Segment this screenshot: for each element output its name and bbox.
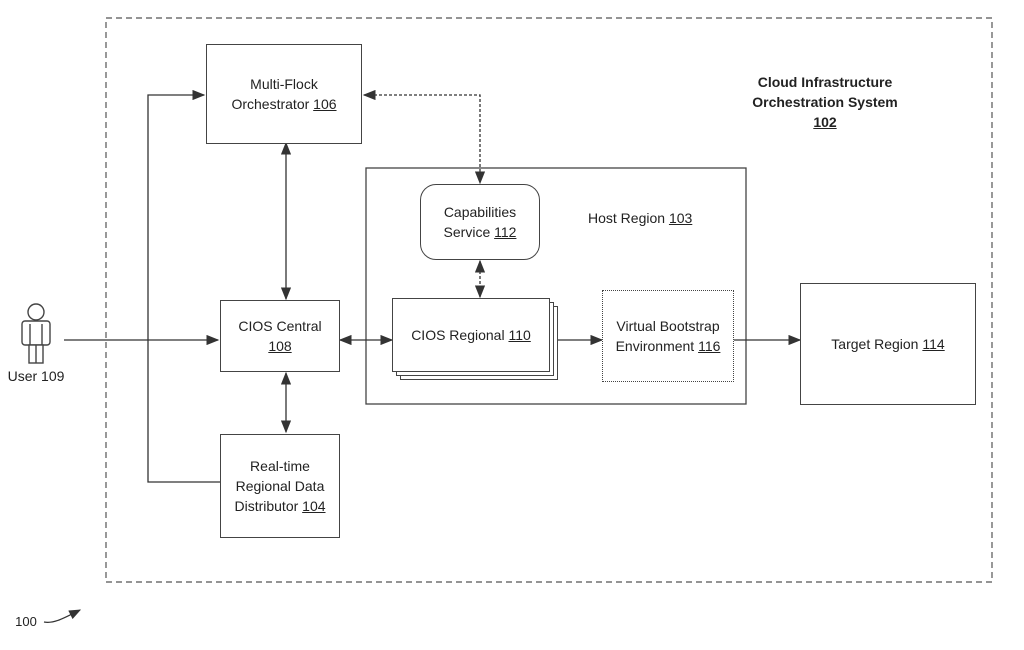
target-region-number: 114	[922, 336, 945, 352]
multi-flock-number: 106	[313, 96, 337, 112]
multi-flock-orchestrator-box: Multi-Flock Orchestrator 106	[206, 44, 362, 144]
multi-flock-capabilities-arrow	[362, 89, 486, 185]
multi-flock-text: Orchestrator	[231, 96, 310, 112]
figure-ref-pointer	[43, 609, 82, 623]
system-boundary	[105, 17, 993, 583]
user-icon	[21, 303, 51, 364]
distributor-line1: Real-time	[250, 458, 310, 474]
cios-central-number: 108	[268, 338, 292, 354]
figure-ref-label: 100	[15, 614, 37, 629]
system-title: Cloud Infrastructure Orchestration Syste…	[740, 72, 910, 132]
cios-regional-number: 110	[508, 327, 531, 343]
multi-flock-line1: Multi-Flock	[250, 76, 318, 92]
capabilities-number: 112	[494, 224, 517, 240]
host-region-boundary	[365, 167, 747, 405]
cios-regional-text: CIOS Regional	[411, 327, 505, 343]
bootstrap-number: 116	[698, 338, 721, 354]
cios-regional-box: CIOS Regional 110	[392, 298, 550, 372]
capabilities-text: Service	[443, 224, 491, 240]
user-to-distributor-line	[147, 340, 222, 483]
cios-central-box: CIOS Central 108	[220, 300, 340, 372]
bootstrap-line1: Virtual Bootstrap	[616, 318, 720, 334]
user-name: User	[7, 368, 38, 384]
distributor-line2: Regional Data	[235, 478, 325, 494]
regional-data-distributor-box: Real-time Regional Data Distributor 104	[220, 434, 340, 538]
distributor-number: 104	[302, 498, 326, 514]
distributor-text: Distributor	[234, 498, 299, 514]
user-number: 109	[41, 368, 65, 384]
user-label: User 109	[0, 366, 72, 386]
host-region-number: 103	[668, 210, 693, 226]
virtual-bootstrap-environment-box: Virtual Bootstrap Environment 116	[602, 290, 734, 382]
target-region-box: Target Region 114	[800, 283, 976, 405]
system-title-line1: Cloud Infrastructure	[757, 74, 893, 90]
host-region-label: Host Region 103	[588, 208, 718, 228]
capabilities-service-box: Capabilities Service 112	[420, 184, 540, 260]
cios-central-text: CIOS Central	[238, 318, 322, 334]
capabilities-line1: Capabilities	[443, 204, 517, 220]
bootstrap-text: Environment	[615, 338, 695, 354]
user-to-multi-flock-arrow	[147, 89, 206, 340]
target-region-text: Target Region	[831, 336, 919, 352]
host-region-text: Host Region	[588, 210, 666, 226]
system-title-line2: Orchestration System	[752, 94, 898, 110]
system-number: 102	[813, 114, 837, 130]
